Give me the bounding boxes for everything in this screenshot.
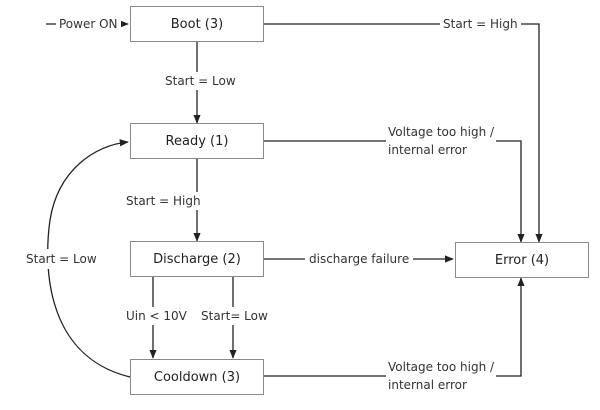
- ready-to-error-arrow: [264, 140, 525, 243]
- label-ready-to-error: Voltage too high / internal error: [386, 123, 497, 159]
- label-boot-to-error: Start = High: [440, 16, 521, 32]
- label-cooldown-to-error: Voltage too high / internal error: [386, 358, 497, 394]
- label-discharge-to-error: discharge failure: [305, 251, 414, 267]
- cooldown-to-error-arrow: [264, 277, 525, 377]
- label-ready-to-discharge: Start = High: [124, 192, 203, 210]
- state-discharge: Discharge (2): [130, 241, 264, 277]
- state-boot: Boot (3): [130, 6, 264, 42]
- state-cooldown: Cooldown (3): [130, 359, 264, 395]
- label-discharge-to-cooldown-left: Uin < 10V: [124, 307, 189, 325]
- label-discharge-to-cooldown-right: Start= Low: [199, 307, 270, 325]
- label-ready-to-error-line2: internal error: [388, 141, 495, 159]
- label-boot-to-ready: Start = Low: [163, 72, 238, 90]
- label-cooldown-to-ready: Start = Low: [24, 249, 99, 269]
- label-cooldown-to-error-line2: internal error: [388, 376, 495, 394]
- label-cooldown-to-error-line1: Voltage too high /: [388, 358, 495, 376]
- state-ready: Ready (1): [130, 123, 264, 159]
- label-power-on: Power ON: [56, 16, 121, 32]
- cooldown-to-ready-arrow: [47, 139, 131, 378]
- label-ready-to-error-line1: Voltage too high /: [388, 123, 495, 141]
- boot-to-error-arrow: [264, 23, 543, 243]
- state-error: Error (4): [455, 242, 589, 278]
